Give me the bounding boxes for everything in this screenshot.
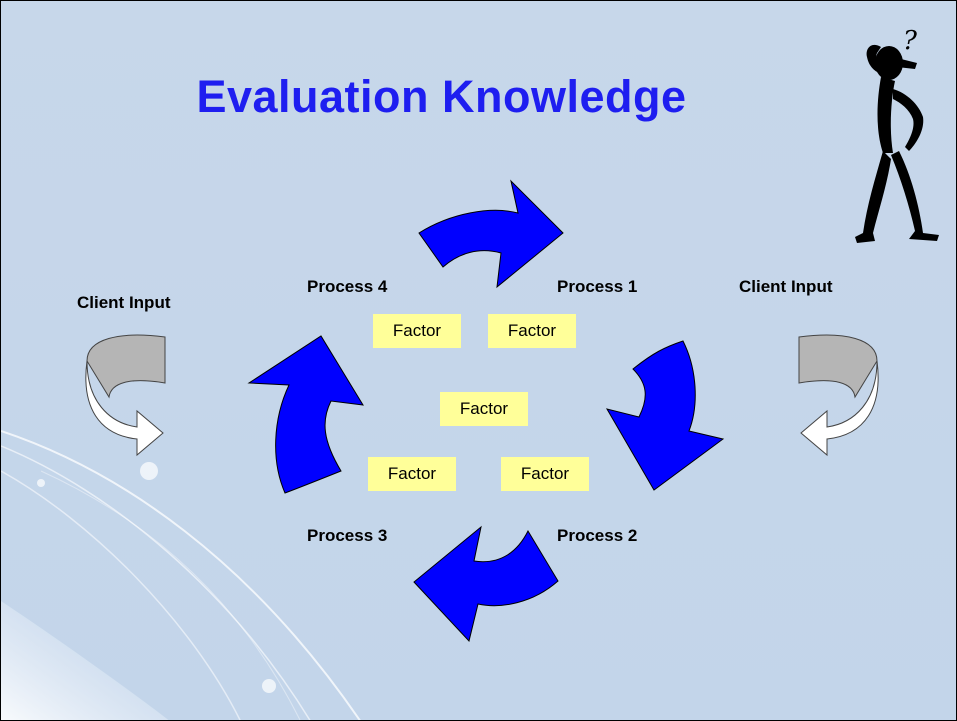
cycle-arrow-right [605, 340, 725, 491]
process-2-label: Process 2 [557, 526, 638, 545]
thinking-person-icon: ? [855, 26, 939, 243]
curved-arrow-icon [798, 334, 879, 457]
curved-arrow-icon [85, 334, 166, 457]
cycle-arrow-bottom [413, 525, 559, 643]
factor-box: Factor [440, 392, 528, 426]
question-mark-icon: ? [903, 26, 918, 56]
factor-box: Factor [488, 314, 576, 348]
cycle-arrow-left [247, 335, 364, 494]
factor-box: Factor [368, 457, 456, 491]
cycle-arrow-top [418, 179, 564, 289]
process-4-label: Process 4 [307, 277, 388, 296]
client-input-left-label: Client Input [77, 293, 171, 312]
process-1-label: Process 1 [557, 277, 638, 296]
page-title: Evaluation Knowledge [196, 71, 687, 122]
client-input-right-label: Client Input [739, 277, 833, 296]
factor-box: Factor [501, 457, 589, 491]
factor-box: Factor [373, 314, 461, 348]
process-3-label: Process 3 [307, 526, 388, 545]
